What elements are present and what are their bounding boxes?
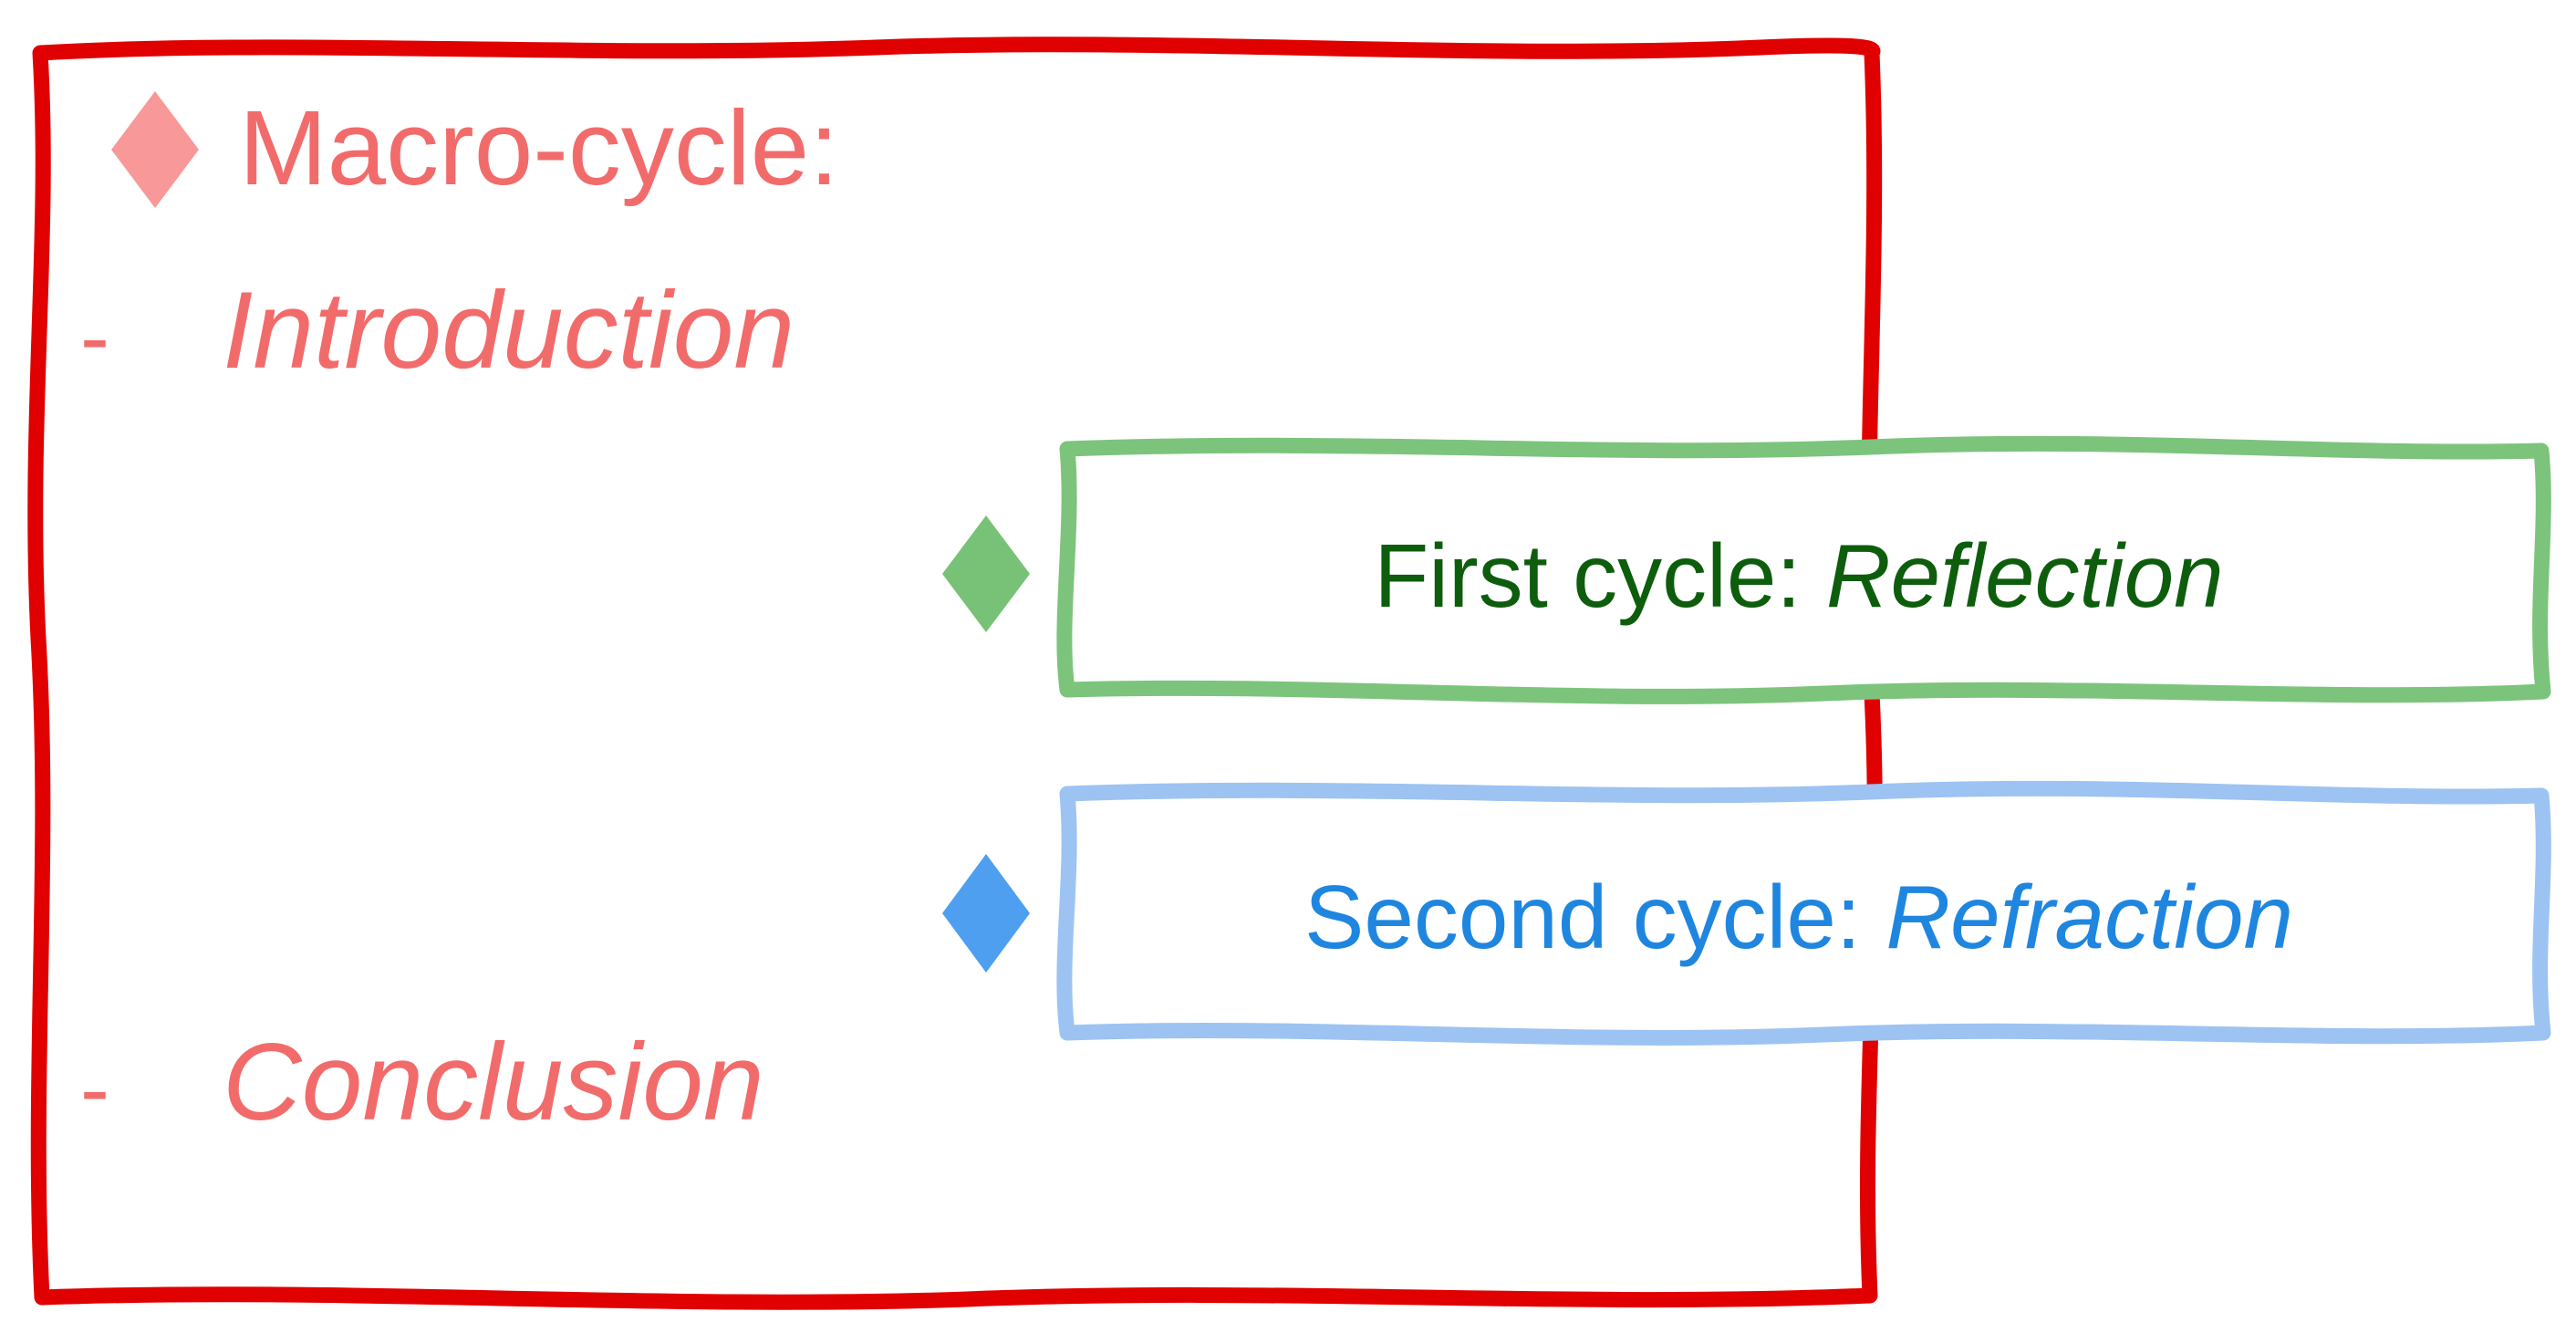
second-cycle-frame	[1056, 780, 2551, 1046]
second-cycle-label: Second cycle: Refraction	[1064, 872, 2534, 962]
second-cycle-diamond-icon	[942, 854, 1030, 973]
second-cycle-prefix: Second cycle:	[1304, 867, 1886, 967]
macro-cycle-title: Macro-cycle:	[239, 88, 839, 207]
first-cycle-diamond-icon	[942, 515, 1030, 632]
conclusion-bullet: -	[80, 1040, 109, 1138]
first-cycle-label: First cycle: Reflection	[1064, 531, 2534, 620]
introduction-label: Introduction	[223, 269, 795, 391]
second-cycle-name: Refraction	[1885, 867, 2293, 967]
macro-cycle-frame	[27, 36, 1883, 1310]
macro-diamond-icon	[111, 91, 199, 208]
first-cycle-prefix: First cycle:	[1374, 526, 1826, 626]
first-cycle-name: Reflection	[1825, 526, 2224, 626]
first-cycle-frame	[1056, 435, 2551, 704]
conclusion-label: Conclusion	[223, 1021, 764, 1143]
introduction-bullet: -	[80, 288, 109, 386]
